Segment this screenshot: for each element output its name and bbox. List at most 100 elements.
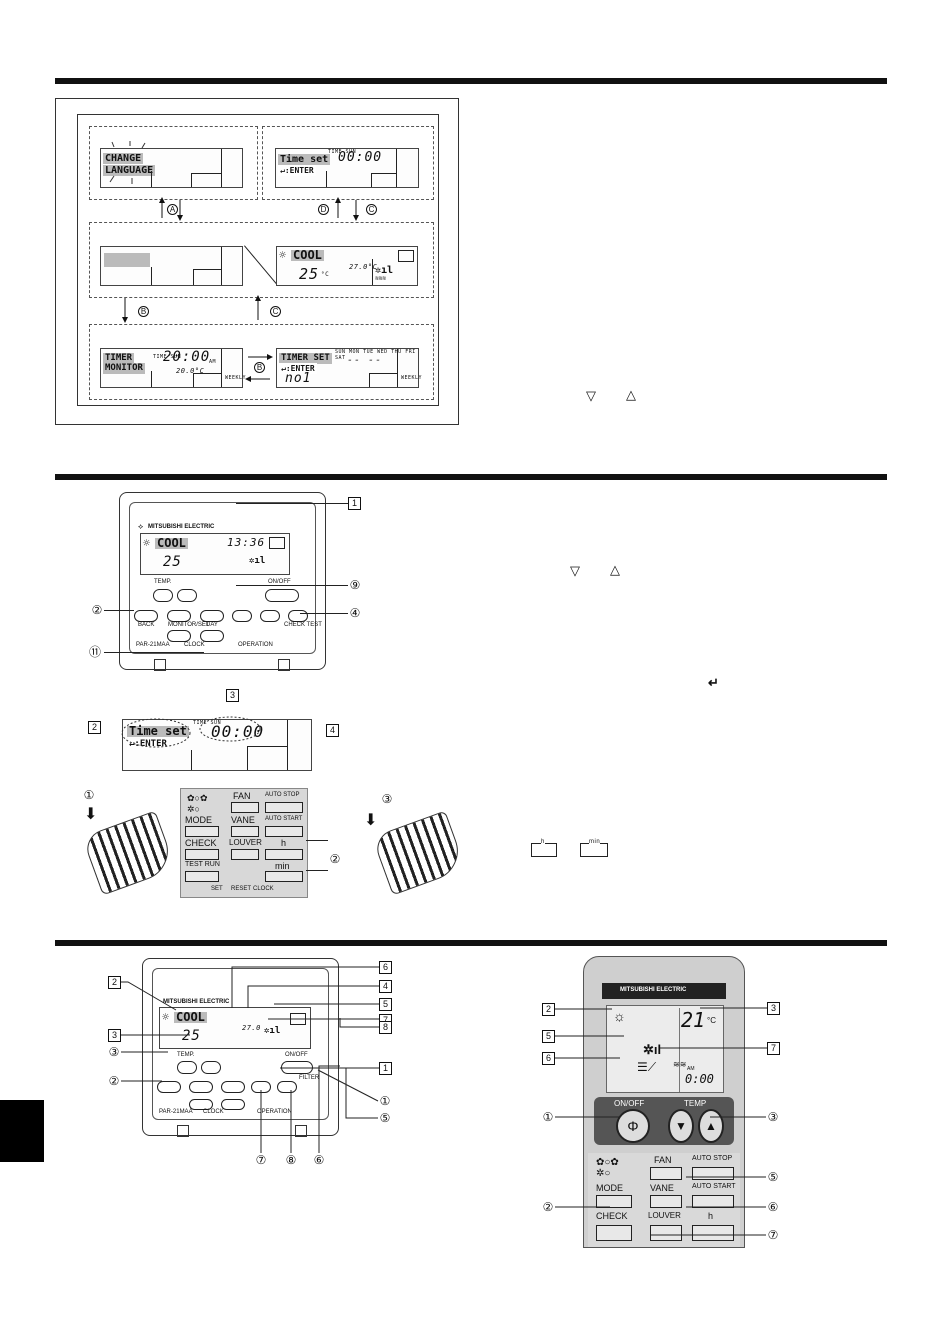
lcd-normal-unit: °C bbox=[321, 271, 330, 278]
callout-step-1: ① bbox=[83, 788, 95, 802]
callout-box-1: 1 bbox=[348, 497, 361, 510]
vane-key[interactable] bbox=[231, 826, 259, 837]
clock-up-button[interactable] bbox=[200, 630, 224, 642]
remote-lcd-time: 13:36 bbox=[227, 536, 266, 549]
menu-button-2[interactable] bbox=[189, 1081, 213, 1093]
lcd-timeset-line2: ↵:ENTER bbox=[278, 165, 316, 176]
filter-icon bbox=[398, 250, 414, 262]
lcd-timerset-no: no1 bbox=[285, 371, 312, 386]
s3-box-1: 1 bbox=[379, 1062, 392, 1075]
remote2-brand: MITSUBISHI ELECTRIC bbox=[163, 999, 230, 1005]
temp-up-button[interactable] bbox=[177, 589, 197, 602]
menu-button[interactable] bbox=[167, 610, 191, 622]
auto-stop-label: AUTO STOP bbox=[265, 792, 300, 798]
lcd-monitor-tiny: TIME SUN bbox=[153, 354, 182, 360]
lcd-monitor-temp: 20.0°C bbox=[176, 367, 205, 375]
filter-label-2: FILTER bbox=[299, 1075, 320, 1081]
w-mode-key[interactable] bbox=[596, 1195, 632, 1208]
wired-remote-2: MITSUBISHI ELECTRIC ☼ COOL 25 27.0 ✲ıl T… bbox=[142, 958, 339, 1137]
test-run-label: TEST RUN bbox=[185, 861, 220, 868]
flow-label-b1: B bbox=[138, 306, 149, 317]
remote2-lcd-room: 27.0 bbox=[242, 1024, 261, 1032]
day-button-2[interactable] bbox=[221, 1081, 245, 1093]
min-key[interactable] bbox=[265, 871, 303, 882]
mode-icons: ✿○✿✲○ bbox=[596, 1157, 619, 1179]
check-key[interactable] bbox=[185, 849, 219, 860]
wireless-onoff-label: ON/OFF bbox=[614, 1099, 645, 1108]
time-set-time: 00:00 bbox=[211, 722, 265, 741]
temp-down-button[interactable] bbox=[153, 589, 173, 602]
s3-box-3: 3 bbox=[108, 1029, 121, 1042]
s3-box-4: 4 bbox=[379, 980, 392, 993]
onoff-day-button[interactable] bbox=[200, 610, 224, 622]
clock-up-button-2[interactable] bbox=[221, 1099, 245, 1110]
temp-label-2: TEMP. bbox=[177, 1052, 195, 1058]
h-key-inline: h bbox=[531, 839, 557, 857]
w-vane-key[interactable] bbox=[650, 1195, 682, 1208]
flow-arrows bbox=[122, 197, 359, 382]
blink-rays-icon bbox=[109, 141, 146, 184]
lcd-blank-gray bbox=[100, 246, 243, 286]
down-triangle-icon: ▽ bbox=[570, 563, 580, 578]
filter-icon bbox=[269, 537, 285, 549]
temp-up-button-2[interactable] bbox=[201, 1061, 221, 1074]
sun-icon: ☼ bbox=[279, 248, 287, 262]
w-h-key[interactable] bbox=[692, 1225, 734, 1241]
mode-key[interactable] bbox=[185, 826, 219, 837]
section-rule-1 bbox=[55, 78, 887, 84]
r-callout-6: ⑥ bbox=[767, 1200, 779, 1214]
test-run-key[interactable] bbox=[185, 871, 219, 882]
w-louver-label: LOUVER bbox=[648, 1211, 681, 1220]
temp-down-button-2[interactable] bbox=[177, 1061, 197, 1074]
model-label-2: PAR-21MAA bbox=[159, 1109, 193, 1115]
callout-step-3: ③ bbox=[381, 792, 393, 806]
s3-right-leaders bbox=[555, 1007, 767, 1236]
fan-button[interactable] bbox=[232, 610, 252, 622]
hand-press-image-1: ① ⬇ bbox=[70, 788, 177, 896]
lcd-monitor-am: AM bbox=[209, 359, 217, 365]
clock-down-button[interactable] bbox=[167, 630, 191, 642]
r-callout-1: ① bbox=[542, 1110, 554, 1124]
remote2-lcd-mode: COOL bbox=[174, 1010, 207, 1024]
w-mode-label: MODE bbox=[596, 1183, 623, 1193]
wireless-onoff-button[interactable]: Φ bbox=[616, 1109, 650, 1143]
wireless-remote-keys: ✿○✿✲○ FAN AUTO STOP MODE VANE AUTO START… bbox=[180, 788, 308, 898]
operation-label-2: OPERATION bbox=[257, 1109, 292, 1115]
louver-key[interactable] bbox=[231, 849, 259, 860]
enter-arrow-icon: ↵ bbox=[708, 675, 719, 690]
vane-button[interactable] bbox=[260, 610, 280, 622]
min-key-inline: min bbox=[580, 839, 608, 857]
wireless-lcd-unit: °C bbox=[707, 1016, 716, 1025]
wireless-temp-up-button[interactable]: ▲ bbox=[698, 1109, 724, 1143]
menu-back-button[interactable] bbox=[134, 610, 158, 622]
h-key[interactable] bbox=[265, 849, 303, 860]
up-triangle-icon: △ bbox=[610, 562, 620, 577]
callout-9: ⑨ bbox=[349, 578, 361, 592]
fan-key[interactable] bbox=[231, 802, 259, 813]
wireless-lcd-am: AM bbox=[687, 1066, 695, 1072]
vane-button-2[interactable] bbox=[277, 1081, 297, 1093]
r-callout-3: ③ bbox=[767, 1110, 779, 1124]
clock-down-button-2[interactable] bbox=[189, 1099, 213, 1110]
hand-press-image-2: ③ ⬇ bbox=[358, 790, 467, 896]
w-check-label: CHECK bbox=[596, 1211, 628, 1221]
flow-label-c: C bbox=[366, 204, 377, 215]
w-check-key[interactable] bbox=[596, 1225, 632, 1241]
s3-box-8: 8 bbox=[379, 1021, 392, 1034]
wired-remote: MITSUBISHI ELECTRIC ⟡ ☼ COOL 25 13:36 ✲ı… bbox=[119, 492, 326, 671]
w-fan-key[interactable] bbox=[650, 1167, 682, 1180]
back-button-2[interactable] bbox=[157, 1081, 181, 1093]
flow-box-normal bbox=[89, 222, 434, 298]
auto-stop-key[interactable] bbox=[265, 802, 303, 813]
s3-box-5: 5 bbox=[379, 998, 392, 1011]
onoff-button[interactable] bbox=[265, 589, 299, 602]
time-set-display: Time set ↵:ENTER TIME SUN 00:00 bbox=[122, 719, 312, 771]
wireless-temp-down-button[interactable]: ▼ bbox=[668, 1109, 694, 1143]
callout-box-2: 2 bbox=[88, 721, 101, 734]
lcd-timeset-line1: Time set bbox=[278, 154, 331, 165]
fan-bars-icon: ✲ıl bbox=[264, 1026, 281, 1036]
auto-start-key[interactable] bbox=[265, 826, 303, 837]
r-box-6: 6 bbox=[542, 1052, 555, 1065]
w-louver-key[interactable] bbox=[650, 1225, 682, 1241]
r-callout-7: ⑦ bbox=[767, 1228, 779, 1242]
